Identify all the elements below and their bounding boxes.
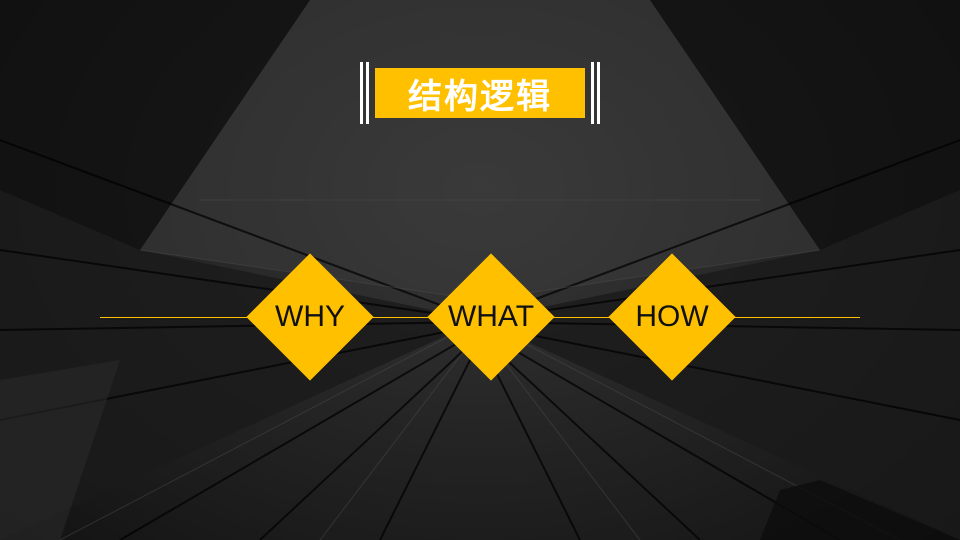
title-left-bar (360, 62, 363, 124)
title-right-bar (597, 62, 600, 124)
title-box: 结构逻辑 (375, 68, 585, 118)
item-label-what: WHAT (447, 300, 535, 333)
item-label-how: HOW (635, 300, 709, 333)
item-label-why: WHY (275, 300, 345, 333)
page-title: 结构逻辑 (408, 76, 552, 117)
title-left-bar-inner (366, 62, 369, 124)
title-right-bar-inner (591, 62, 594, 124)
title-frame: 结构逻辑 (360, 62, 600, 124)
